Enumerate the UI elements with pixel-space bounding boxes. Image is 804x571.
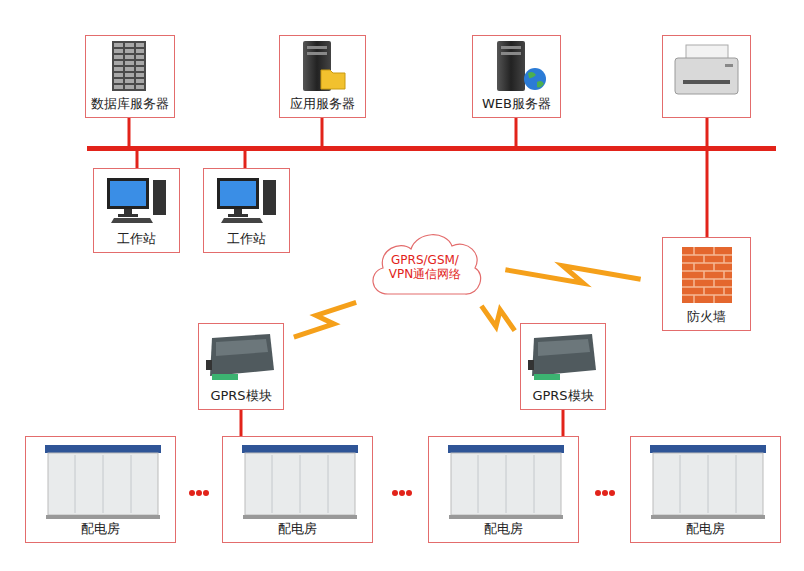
printer-icon [675,45,738,94]
server-box: WEB服务器 [472,35,561,118]
node-label: 工作站 [117,231,156,247]
wire-connector [562,410,565,436]
network-cloud: GPRS/GSM/ VPN通信网络 [366,226,484,302]
printer-box [663,36,751,118]
substation-icon [242,445,358,519]
substation-box: 配电房 [222,436,373,543]
substation-icon [448,445,564,519]
substation-icon [45,445,161,519]
workstation-icon [107,178,166,223]
wireless-bolt [481,306,514,331]
workstation-box: 工作站 [203,168,290,253]
wireless-bolt [505,266,640,283]
substation-box: 配电房 [630,436,781,543]
node-label: 配电房 [484,521,523,537]
workstation-box: 工作站 [93,168,180,253]
node-label: 防火墙 [687,309,726,325]
web-server-icon [497,41,546,91]
database-server-icon [112,41,146,91]
node-label: GPRS模块 [210,388,271,404]
gprs-module-icon [206,334,274,380]
substation-box: 配电房 [428,436,579,543]
node-label: 配电房 [278,521,317,537]
firewall-box: 防火墙 [662,237,751,331]
server-box: 数据库服务器 [85,35,175,118]
wire-connector [240,410,243,436]
gprs-module-box: GPRS模块 [520,323,606,410]
network-bus [87,146,776,151]
cloud-label: GPRS/GSM/ VPN通信网络 [379,247,471,282]
gprs-module-icon [528,334,596,380]
node-label: 配电房 [686,521,725,537]
firewall-icon [682,247,732,303]
wireless-bolt [294,302,356,337]
node-label: 配电房 [81,521,120,537]
application-server-icon [303,41,345,91]
node-label: WEB服务器 [482,96,551,112]
substation-box: 配电房 [25,436,176,543]
substation-icon [650,445,766,519]
node-label: GPRS模块 [532,388,593,404]
server-box: 应用服务器 [279,35,366,118]
workstation-icon [217,178,276,223]
gprs-module-box: GPRS模块 [198,323,284,410]
node-label: 应用服务器 [290,96,355,112]
node-label: 数据库服务器 [91,96,169,112]
bus-wires [129,118,707,237]
node-label: 工作站 [227,231,266,247]
